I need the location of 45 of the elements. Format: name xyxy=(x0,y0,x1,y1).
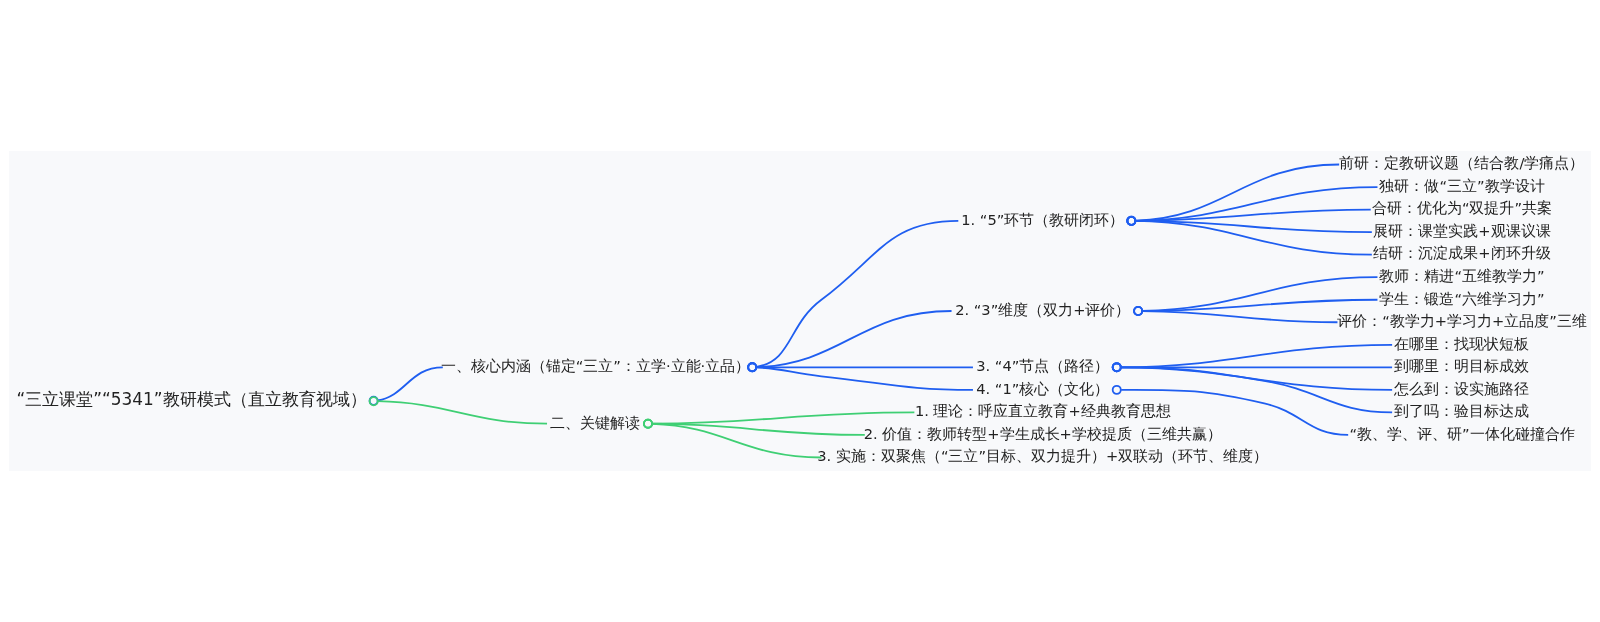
connector xyxy=(747,362,974,373)
connector xyxy=(1111,343,1393,373)
node-text: 到哪里：明目标成效 xyxy=(1394,357,1530,375)
node-text: 评价：“教学力+学习力+立品度”三维 xyxy=(1337,312,1587,330)
connector xyxy=(747,310,953,373)
node-text: 到了吗：验目标达成 xyxy=(1394,402,1530,420)
connector xyxy=(368,366,444,406)
node-text: “教、学、评、研”一体化碰撞合作 xyxy=(1349,424,1575,442)
node-text: 结研：沉淀成果+闭环升级 xyxy=(1373,244,1551,262)
connector xyxy=(1133,306,1339,324)
node-text: 3. “4”节点（路径） xyxy=(976,357,1110,375)
connector xyxy=(643,418,866,436)
connector xyxy=(1126,215,1373,256)
connector xyxy=(643,418,823,459)
connector xyxy=(1111,362,1393,391)
connector xyxy=(1126,186,1379,226)
node-text: 4. “1”核心（文化） xyxy=(976,379,1110,397)
node-text: 教师：精进“五维教学力” xyxy=(1379,267,1545,285)
node-text: 1. “5”环节（教研闭环） xyxy=(961,210,1125,228)
node-text: 一、核心内涵（锚定“三立”：立学·立能·立品） xyxy=(440,357,751,375)
node-text: 展研：课堂实践+观课议课 xyxy=(1373,221,1551,239)
connector xyxy=(1133,298,1379,316)
connector xyxy=(368,396,548,425)
node-text: 在哪里：找现状短板 xyxy=(1394,334,1530,352)
node-text: 二、关键解读 xyxy=(550,413,641,431)
node-text: 独研：做“三立”教学设计 xyxy=(1379,176,1545,194)
node-text: “三立课堂”“5341”教研模式（直立教育视域） xyxy=(16,389,367,410)
node-text: 学生：锻造“六维学习力” xyxy=(1379,289,1545,307)
node-text: 1. 理论：呼应直立教育+经典教育思想 xyxy=(914,402,1171,420)
node-text: 前研：定教研议题（结合教/学痛点） xyxy=(1339,154,1585,172)
connector xyxy=(643,411,916,429)
connector xyxy=(1126,215,1373,234)
connector xyxy=(747,362,974,391)
connector xyxy=(1111,362,1393,414)
node-text: 2. 价值：教师转型+学生成长+学校提质（三维共赢） xyxy=(863,424,1222,442)
node-text: 怎么到：设实施路径 xyxy=(1394,379,1530,397)
connector xyxy=(747,219,960,373)
connector xyxy=(1126,163,1341,226)
node-text: 2. “3”维度（双力+评价） xyxy=(955,300,1131,318)
node-text: 合研：优化为“双提升”共案 xyxy=(1371,199,1553,217)
connector xyxy=(1133,276,1379,316)
node-text: 3. 实施：双聚焦（“三立”目标、双力提升）+双联动（环节、维度） xyxy=(817,447,1269,465)
connector xyxy=(1111,362,1393,373)
connector xyxy=(1126,208,1372,226)
connector xyxy=(1111,384,1350,436)
